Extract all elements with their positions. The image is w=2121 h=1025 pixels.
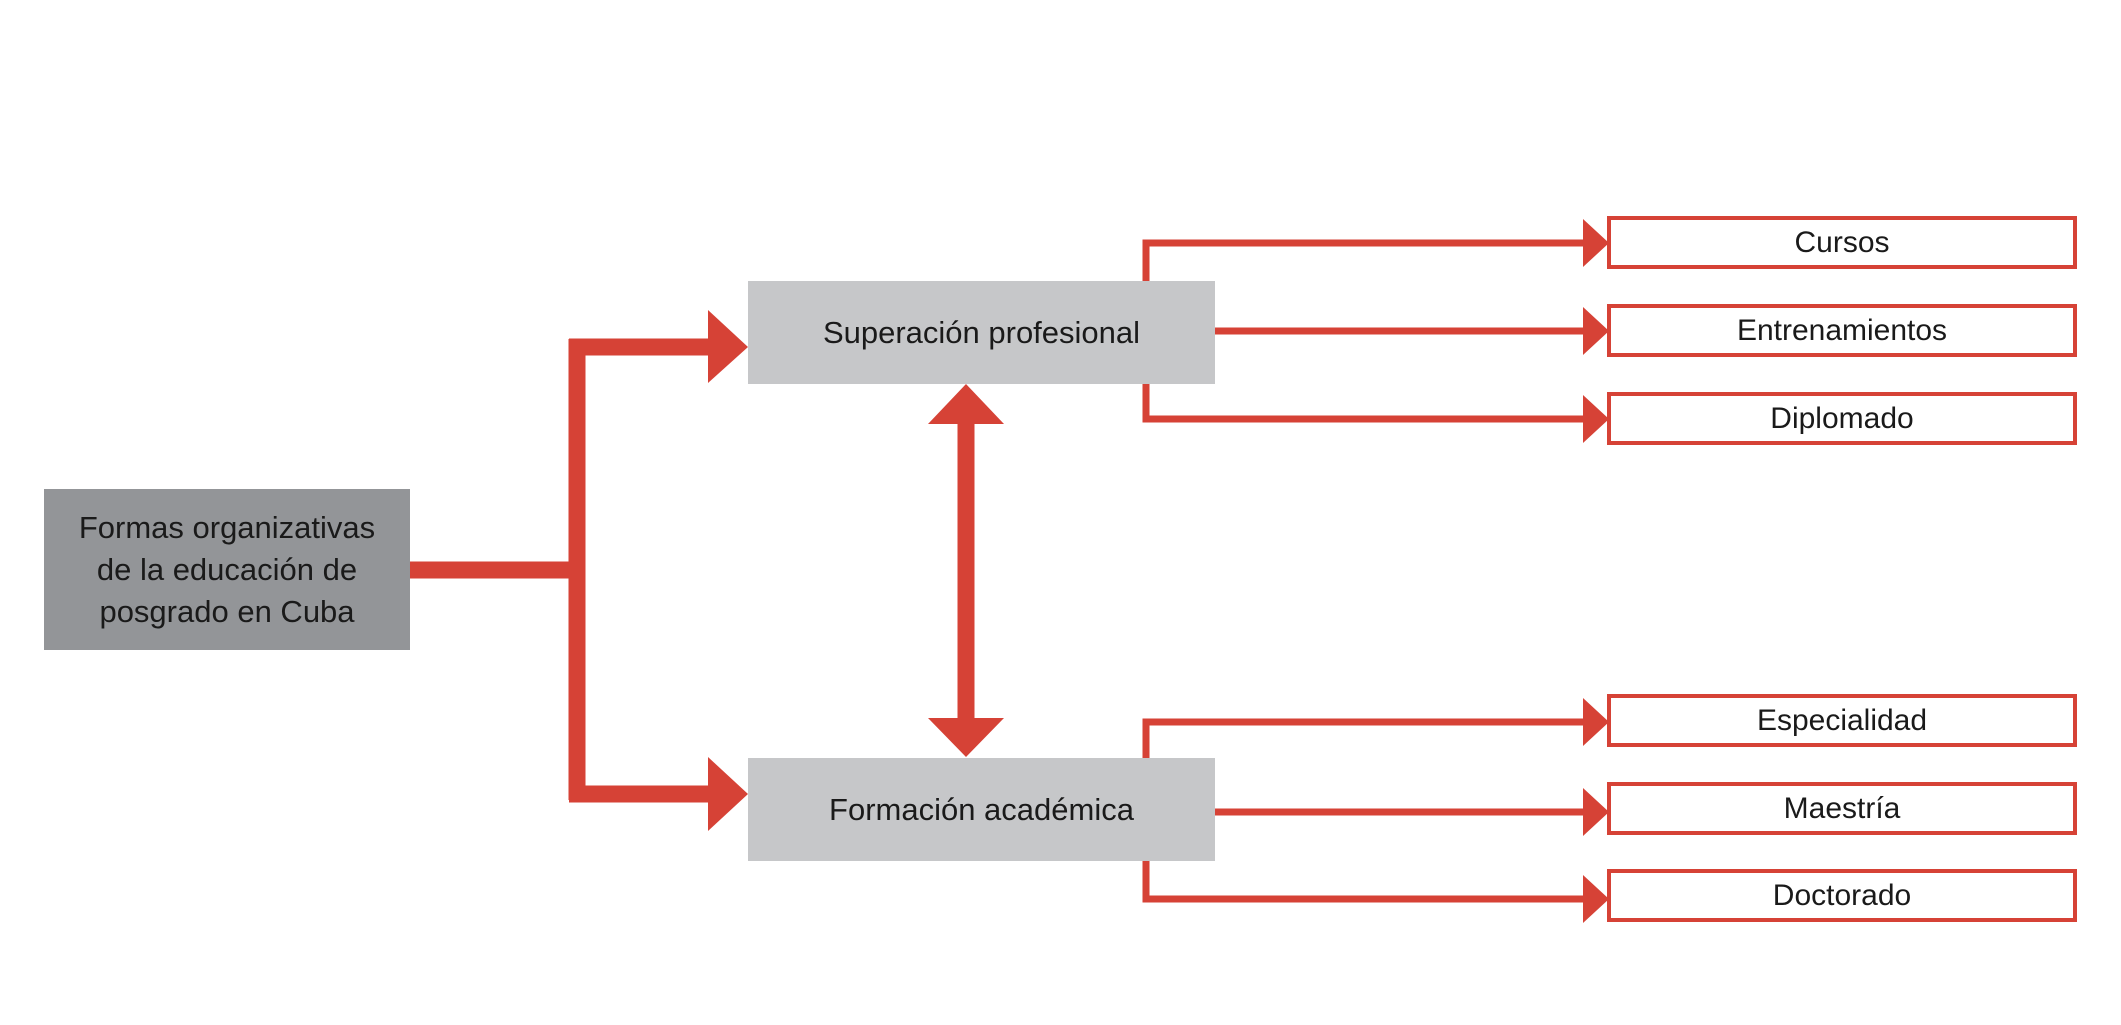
leaf-label: Entrenamientos — [1736, 313, 1948, 347]
node-label: Formación académica — [829, 791, 1134, 827]
node-formacion-academica: Formación académica — [748, 758, 1215, 861]
node-superacion-profesional: Superación profesional — [748, 281, 1215, 384]
leaf-connector-especialidad — [1142, 718, 1588, 758]
leaf-node-doctorado: Doctorado — [1607, 869, 2077, 922]
arrowhead-formacion — [708, 757, 748, 831]
arrowhead-superacion — [708, 310, 748, 383]
leaf-arrowhead-especialidad — [1583, 698, 1609, 746]
leaf-node-entrenamientos: Entrenamientos — [1607, 304, 2077, 357]
root-line-2: de la educación de — [96, 551, 358, 587]
leaf-label: Cursos — [1794, 225, 1890, 259]
leaf-arrowhead-cursos — [1583, 219, 1609, 267]
leaf-label: Diplomado — [1770, 401, 1914, 435]
leaf-node-especialidad: Especialidad — [1607, 694, 2077, 747]
leaf-node-maestria: Maestría — [1607, 782, 2077, 835]
leaf-arrowhead-maestria — [1583, 788, 1609, 836]
root-node: Formas organizativas de la educación de … — [44, 489, 410, 650]
bidirectional-arrowhead-up — [928, 384, 1004, 424]
leaf-connector-cursos — [1142, 239, 1588, 281]
leaf-node-cursos: Cursos — [1607, 216, 2077, 269]
root-line-1: Formas organizativas — [78, 509, 376, 545]
leaf-arrowhead-diplomado — [1583, 395, 1609, 443]
node-label: Superación profesional — [822, 314, 1141, 350]
leaf-label: Doctorado — [1772, 878, 1912, 912]
leaf-label: Especialidad — [1756, 703, 1928, 737]
root-node-text: Formas organizativas de la educación de … — [79, 507, 375, 633]
bidirectional-arrowhead-down — [928, 718, 1004, 757]
leaf-arrowhead-doctorado — [1583, 875, 1609, 923]
root-line-3: posgrado en Cuba — [99, 593, 355, 629]
leaf-label: Maestría — [1783, 791, 1901, 825]
leaf-connector-diplomado — [1142, 384, 1588, 423]
leaf-connector-doctorado — [1142, 861, 1588, 903]
leaf-arrowhead-entrenamientos — [1583, 307, 1609, 355]
leaf-node-diplomado: Diplomado — [1607, 392, 2077, 445]
